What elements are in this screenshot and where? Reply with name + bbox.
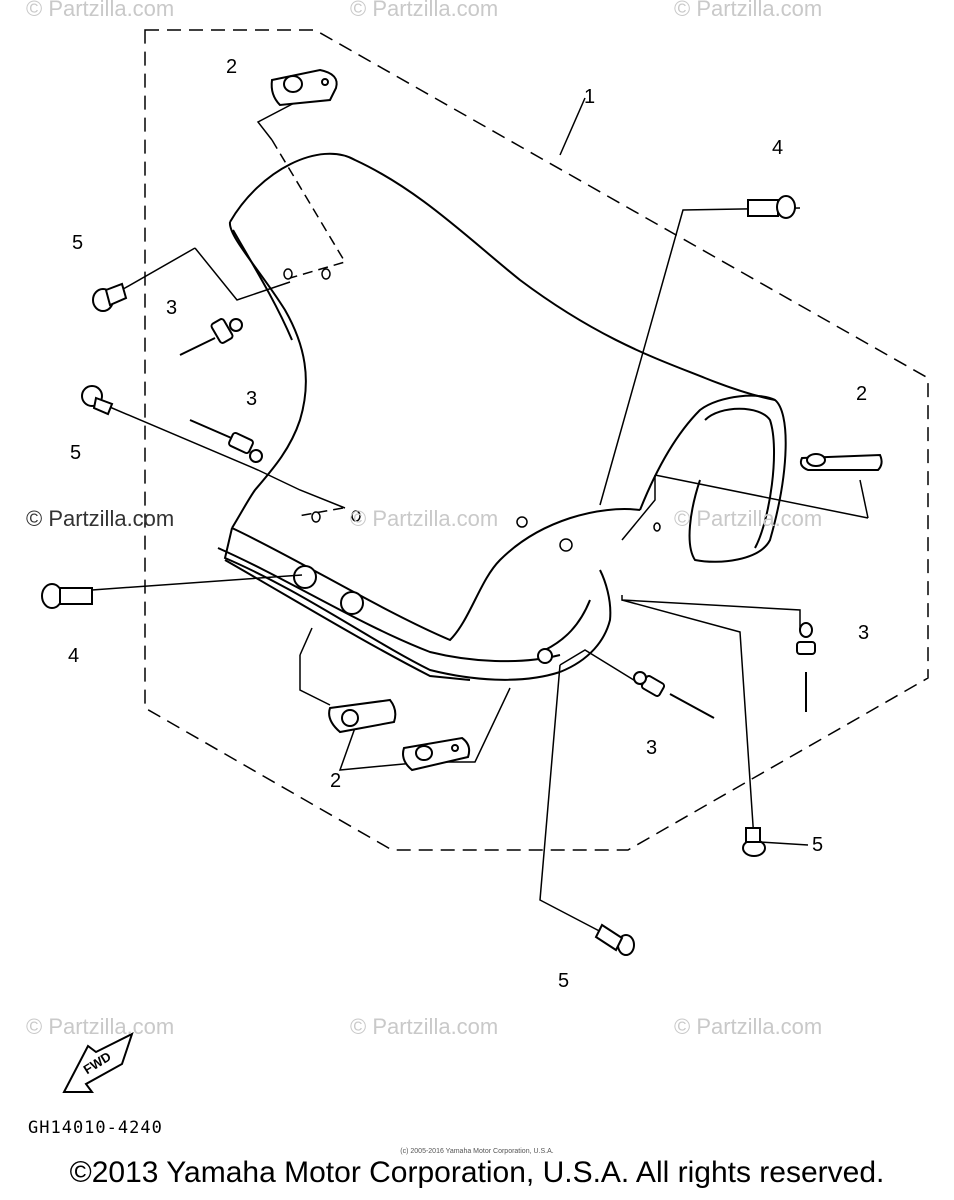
watermark: © Partzilla.com	[674, 506, 823, 531]
callout-2: 2	[226, 56, 238, 78]
callout-1: 1	[584, 86, 596, 108]
watermark: © Partzilla.com	[350, 0, 499, 21]
copyright-notice: ©2013 Yamaha Motor Corporation, U.S.A. A…	[69, 1156, 885, 1189]
fwd-arrow-icon: FWD	[62, 1032, 134, 1093]
callout-3: 3	[246, 388, 258, 410]
small-copyright: (c) 2005-2016 Yamaha Motor Corporation, …	[400, 1148, 554, 1155]
front-grommets	[293, 565, 553, 664]
rivet-part-3	[179, 318, 816, 719]
callout-3: 3	[858, 622, 870, 644]
cover-body	[217, 152, 787, 681]
callout-5: 5	[558, 970, 570, 992]
watermark: © Partzilla.com	[674, 1014, 823, 1039]
watermark: © Partzilla.com	[26, 1014, 175, 1039]
callout-5: 5	[70, 442, 82, 464]
callout-3: 3	[166, 297, 178, 319]
watermark: © Partzilla.com	[26, 0, 175, 21]
bolt-part-5	[81, 282, 766, 956]
callout-2: 2	[856, 383, 868, 405]
callout-3: 3	[646, 737, 658, 759]
watermark: © Partzilla.com	[674, 0, 823, 21]
screw-part-4	[41, 195, 796, 609]
callout-5: 5	[812, 834, 824, 856]
callout-2: 2	[330, 770, 342, 792]
callout-4: 4	[772, 137, 784, 159]
callout-4: 4	[68, 645, 80, 667]
diagram-code: GH14010-4240	[28, 1118, 163, 1138]
assembly-boundary	[144, 29, 929, 851]
watermark: © Partzilla.com	[26, 506, 175, 531]
watermark: © Partzilla.com	[350, 1014, 499, 1039]
body-holes	[283, 268, 661, 552]
plate-part-2	[270, 68, 883, 772]
callout-5: 5	[72, 232, 84, 254]
watermark: © Partzilla.com	[350, 506, 499, 531]
